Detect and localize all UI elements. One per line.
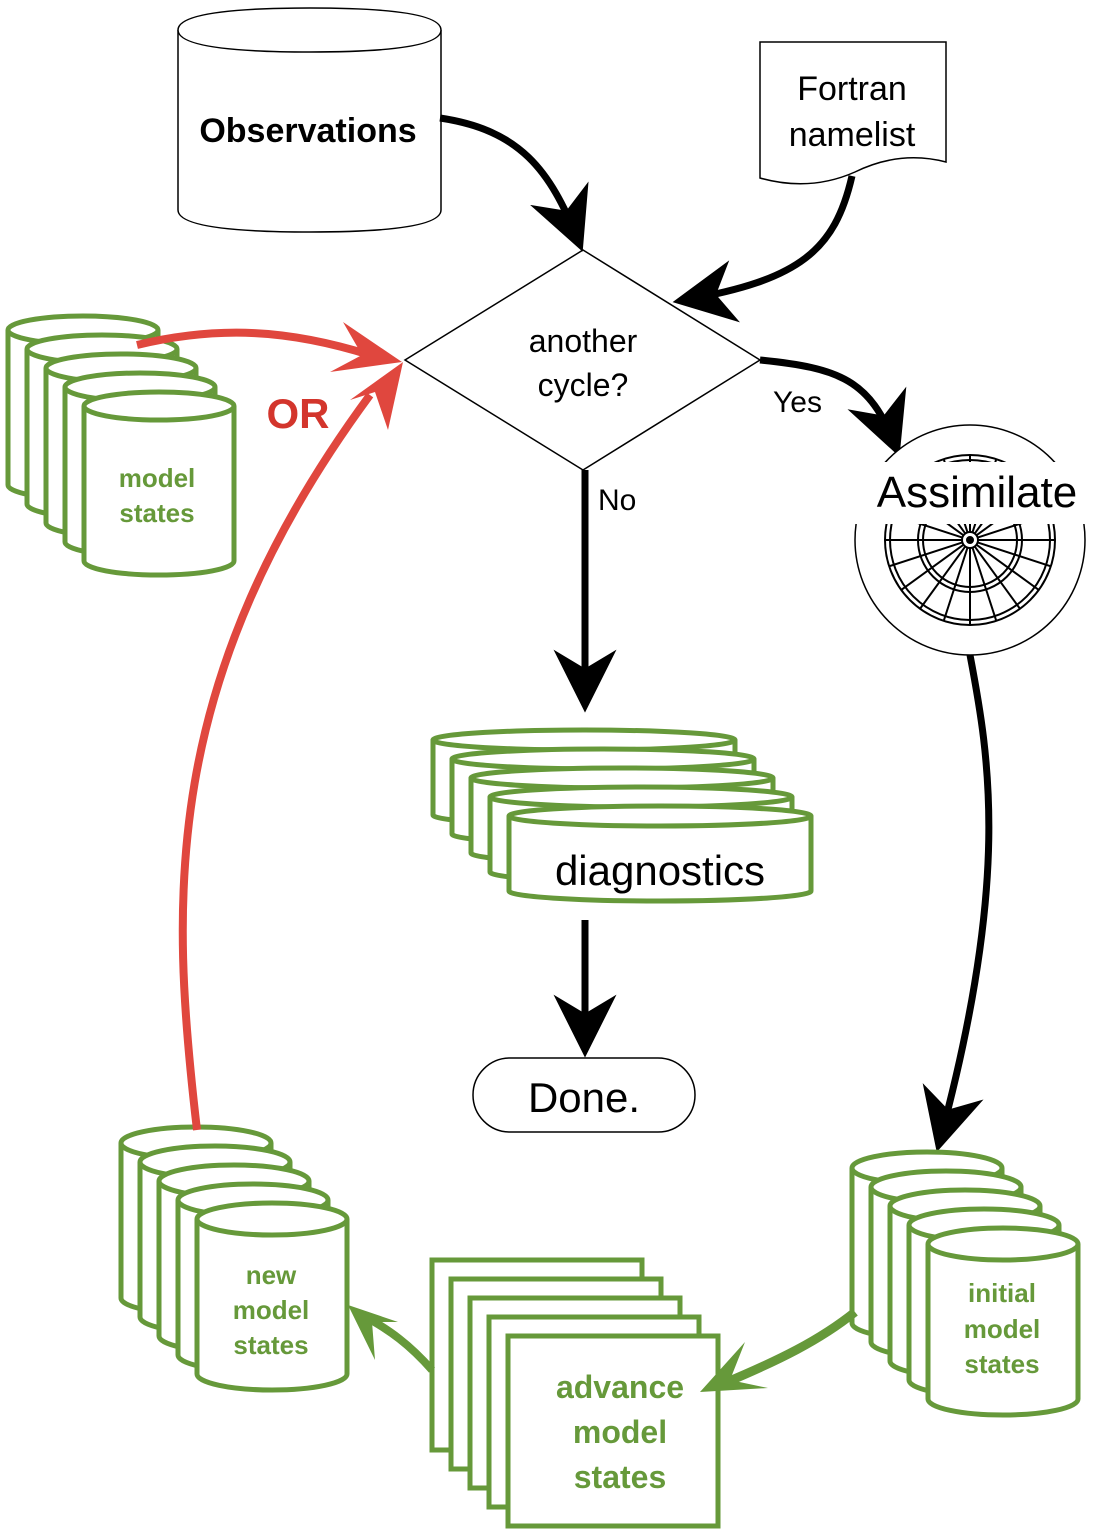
- yes-label: Yes: [773, 386, 822, 419]
- arrow-initial-to-advance: [700, 1308, 858, 1392]
- observations-label: Observations: [199, 112, 416, 150]
- dartboard-spoke: [919, 545, 967, 610]
- done-node: Done.: [472, 1057, 696, 1133]
- diagnostics-cylinder-layer: [506, 803, 814, 904]
- dartboard-spoke: [900, 543, 965, 591]
- arrow-observations-to-decision: [439, 114, 589, 252]
- dartboard-spoke: [942, 547, 969, 622]
- dartboard-spoke: [971, 547, 998, 622]
- initial-model-states-label-3: states: [964, 1349, 1039, 1379]
- decision-label-1: another: [529, 323, 638, 359]
- no-label: No: [598, 484, 636, 517]
- model-states-node: [5, 313, 237, 578]
- decision-label-2: cycle?: [538, 367, 629, 403]
- initial-model-states-label-1: initial: [968, 1278, 1036, 1308]
- observations-node: Observations: [177, 7, 442, 233]
- advance-label-1: advance: [556, 1369, 684, 1405]
- arrow-yes-to-assimilate: [759, 356, 907, 457]
- dartboard-spoke: [975, 543, 1040, 591]
- dartboard-spoke: [973, 545, 1021, 610]
- decision-node: another cycle?: [403, 249, 762, 471]
- arrow-assimilate-to-initial: [922, 654, 993, 1153]
- advance-model-states-node: [429, 1257, 721, 1529]
- or-label: OR: [267, 390, 330, 437]
- dartboard-spoke: [888, 541, 963, 568]
- initial-model-states-cylinder-layer: [925, 1225, 1081, 1418]
- model-states-cylinder-layer: [81, 389, 237, 578]
- new-model-states-cylinder-layer: [194, 1200, 350, 1393]
- arrow-namelist-to-decision: [672, 175, 856, 323]
- new-model-states-label-3: states: [233, 1330, 308, 1360]
- model-states-label-1: model: [119, 463, 196, 493]
- advance-label-3: states: [574, 1459, 667, 1495]
- arrow-advance-to-new: [348, 1305, 436, 1373]
- new-model-states-label-2: model: [233, 1295, 310, 1325]
- arrow-model-states-to-decision: [136, 322, 402, 372]
- arrow-new-states-to-decision: [178, 362, 403, 1131]
- diagnostics-label: diagnostics: [555, 847, 765, 894]
- diagnostics-node: [430, 727, 814, 904]
- assimilate-node: Assimilate: [854, 424, 1090, 656]
- done-label: Done.: [528, 1074, 640, 1121]
- new-model-states-node: [118, 1124, 350, 1393]
- model-states-label-2: states: [119, 498, 194, 528]
- new-model-states-label-1: new: [246, 1260, 297, 1290]
- assimilate-label: Assimilate: [877, 468, 1078, 517]
- namelist-node: Fortran namelist: [759, 41, 947, 185]
- initial-model-states-label-2: model: [964, 1314, 1041, 1344]
- namelist-label-1: Fortran: [797, 70, 907, 108]
- advance-label-2: model: [573, 1414, 667, 1450]
- initial-model-states-node: [849, 1149, 1081, 1418]
- advance-page-layer: [505, 1333, 721, 1529]
- namelist-label-2: namelist: [789, 116, 916, 154]
- dartboard-spoke: [977, 541, 1052, 568]
